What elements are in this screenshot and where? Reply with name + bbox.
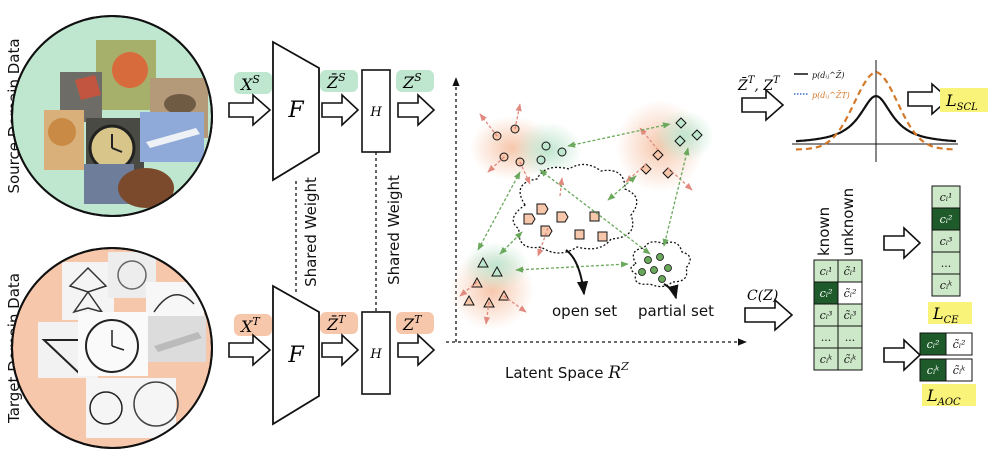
target-domain-circle <box>11 247 213 449</box>
svg-text:Z̄T: Z̄T <box>326 313 347 334</box>
svg-text:H: H <box>369 105 382 120</box>
sketch-collage-icon <box>38 252 206 438</box>
target-feature-label: Z̄T <box>320 312 358 334</box>
source-feature-extractor: F <box>272 40 320 182</box>
source-projection-head: H <box>361 69 391 153</box>
known-cell-text: cᵢ¹ <box>820 265 833 278</box>
h-to-latent-target-arrow <box>397 333 436 367</box>
source-projection-label: ZS <box>396 70 434 92</box>
target-feature-extractor: F <box>272 284 320 426</box>
svg-text:LCE: LCE <box>932 304 959 326</box>
ce-cell-text: cᵢᵏ <box>940 279 952 292</box>
open-set-cloud <box>512 163 638 254</box>
classifier-label: C(Z) <box>747 288 778 304</box>
ce-loss-badge: LCE <box>928 302 972 326</box>
open-set-pointer <box>565 249 589 296</box>
ce-target-column: cᵢ¹ cᵢ² cᵢ³... cᵢᵏ <box>931 185 961 297</box>
to-ce-arrow <box>883 226 922 260</box>
unknown-cell-text: c̃ᵢ³ <box>844 309 857 322</box>
diamond-class-cluster <box>640 117 703 179</box>
shared-weight-label-f: Shared Weight <box>302 177 320 287</box>
target-projection-label: ZT <box>396 312 434 334</box>
ce-cell-text: cᵢ² <box>940 213 953 226</box>
target-input-label: XT <box>234 314 272 336</box>
svg-text:F: F <box>287 98 304 123</box>
partial-set-cloud <box>630 241 691 288</box>
svg-text:ZT: ZT <box>402 313 423 334</box>
target-projection-head: H <box>361 311 391 395</box>
f-to-h-target-arrow <box>321 333 360 367</box>
aoc-cell-text: cᵢᵏ <box>927 364 939 377</box>
aoc-pairs: cᵢ² c̃ᵢ² cᵢᵏ c̃ᵢᵏ <box>919 332 973 382</box>
open-set-label: open set <box>552 302 617 320</box>
to-scl-arrow <box>741 88 785 122</box>
unknown-cell-text: c̃ᵢᵏ <box>844 353 856 366</box>
source-to-f-arrow <box>228 93 272 127</box>
scl-legend-2: p(dᵢⱼ^Z̄T) <box>812 91 850 100</box>
svg-text:F: F <box>287 343 304 368</box>
scl-inputs-label: Z̄T, ZT <box>737 75 781 94</box>
known-cell-text: cᵢ³ <box>820 309 833 322</box>
photo-collage-icon <box>44 40 208 208</box>
svg-text:XT: XT <box>239 315 261 336</box>
aoc-cell-text: c̃ᵢ² <box>953 338 966 351</box>
to-aoc-arrow <box>883 338 922 372</box>
h-to-latent-source-arrow <box>397 93 436 127</box>
scl-distribution-plot: p(dᵢⱼ^Z̄) p(dᵢⱼ^Z̄T) <box>792 60 958 162</box>
source-input-label: XS <box>234 72 272 94</box>
aoc-cell-text: c̃ᵢᵏ <box>953 364 965 377</box>
ce-cell-text: cᵢ³ <box>940 235 953 248</box>
svg-text:Z̄S: Z̄S <box>326 71 346 92</box>
known-cell-text: cᵢᵏ <box>820 353 832 366</box>
aoc-loss-badge: LAOC <box>922 384 976 408</box>
circle-class-cluster <box>492 124 567 167</box>
svg-text:LAOC: LAOC <box>926 386 961 408</box>
latent-space-label: Latent Space RZ <box>505 360 629 383</box>
scl-legend-1: p(dᵢⱼ^Z̄) <box>812 71 844 80</box>
known-cell-text: cᵢ² <box>820 287 833 300</box>
target-to-f-arrow <box>228 333 272 367</box>
svg-text:ZS: ZS <box>402 71 422 92</box>
aoc-cell-text: cᵢ² <box>927 338 940 351</box>
aoc-cell <box>945 358 973 382</box>
svg-text:LSCL: LSCL <box>945 91 978 113</box>
svg-text:H: H <box>369 347 382 362</box>
unknown-cell-text: c̃ᵢ¹ <box>844 265 857 278</box>
unknown-header: unknown <box>839 188 857 256</box>
known-cell-text: ... <box>821 331 832 344</box>
svg-text:XS: XS <box>239 73 260 94</box>
partial-set-label: partial set <box>638 302 714 320</box>
classifier-cell <box>837 347 863 371</box>
partial-set-pointer <box>663 283 679 300</box>
aoc-cell <box>945 332 973 356</box>
source-feature-label: Z̄S <box>320 70 358 92</box>
source-domain-circle <box>11 15 213 217</box>
f-to-h-source-arrow <box>321 93 360 127</box>
triangle-class-cluster <box>463 256 510 308</box>
scl-loss-badge: LSCL <box>940 88 988 113</box>
attraction-arrows <box>477 122 690 273</box>
shared-weight-label-h: Shared Weight <box>385 175 403 285</box>
to-classifier-arrow <box>744 298 794 332</box>
classifier-output-table: cᵢ¹ c̃ᵢ¹ cᵢ² c̃ᵢ² cᵢ³ c̃ᵢ³...... cᵢᵏ c̃ᵢᵏ <box>813 259 863 371</box>
ce-cell-text: cᵢ¹ <box>940 191 953 204</box>
unknown-cell-text: c̃ᵢ² <box>844 287 857 300</box>
ce-cell-text: ... <box>941 257 952 270</box>
ce-cell <box>931 273 961 297</box>
unknown-cell-text: ... <box>845 331 856 344</box>
known-header: known <box>815 207 833 256</box>
